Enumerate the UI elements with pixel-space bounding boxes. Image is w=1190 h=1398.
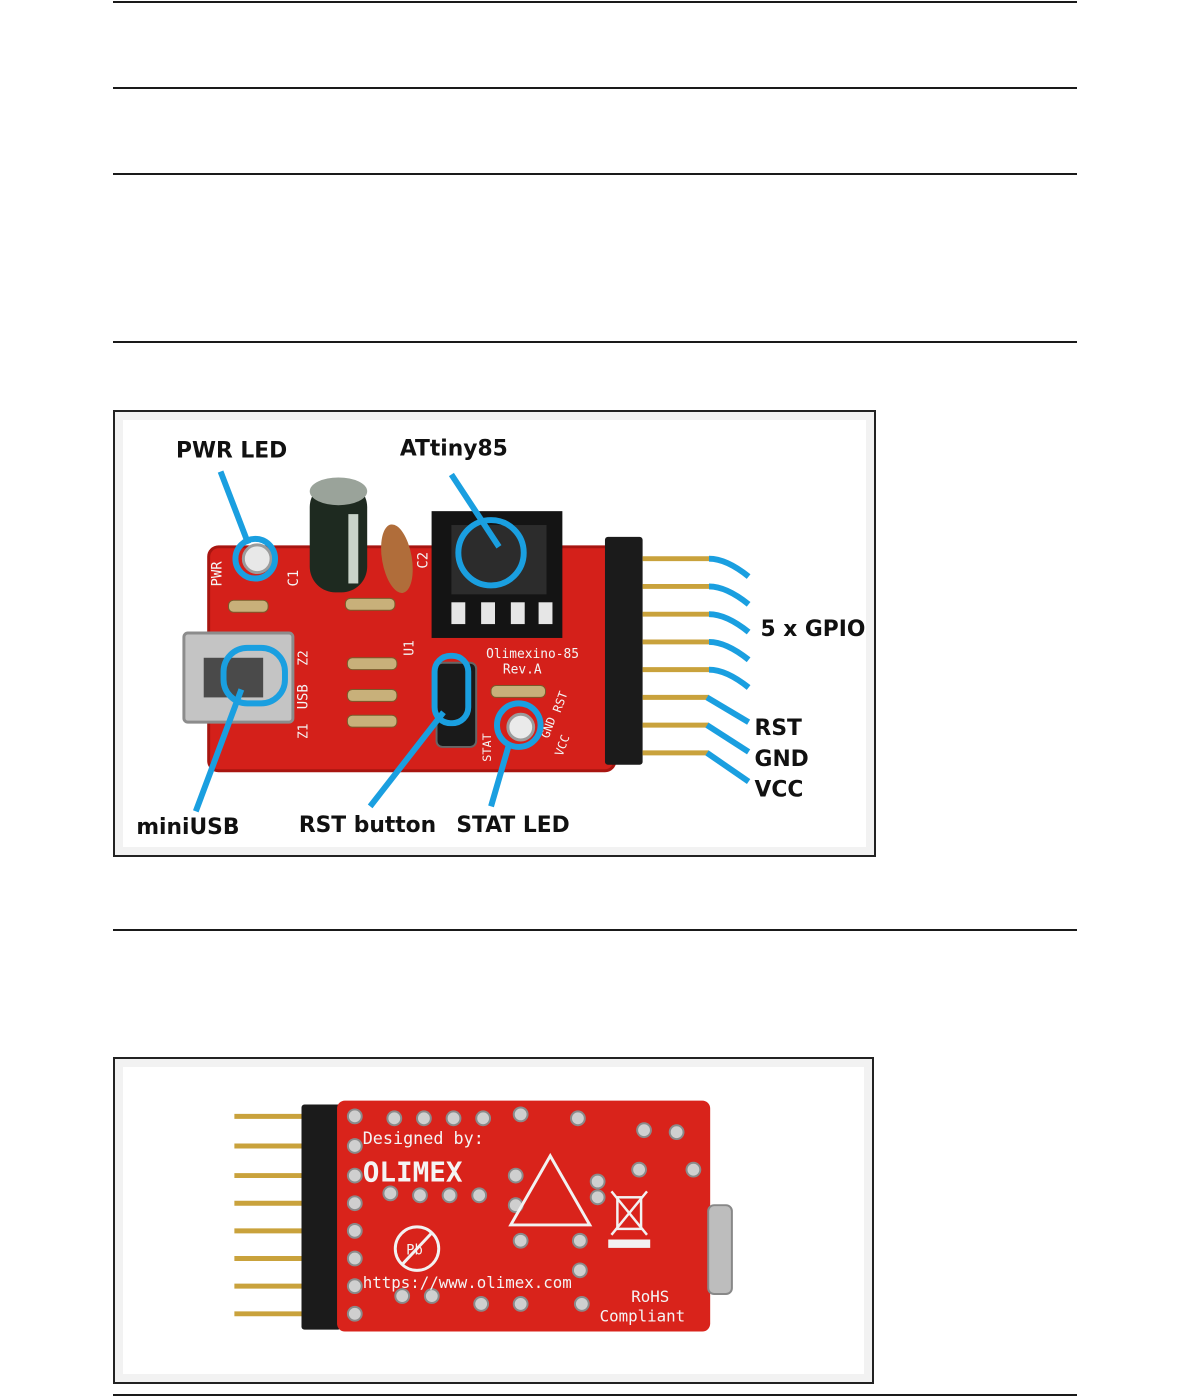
silk-gnd: GND [538,715,558,740]
board-top-photo: PWR C1 C2 USB Z1 Z2 U1 Olimexino-85 Rev.… [136,437,866,840]
silk-z1: Z1 [297,724,312,739]
label-stat-led: STAT LED [456,813,569,838]
electrolytic-capacitor [309,477,368,593]
silk-olimex: OLIMEX [363,1156,463,1189]
rule-4 [113,341,1077,343]
silk-pb: Pb [406,1243,423,1259]
esd-warning-icon [508,1152,593,1227]
board-bottom-figure: Pb Designed by: OLIMEX https://www.olime… [113,1057,874,1384]
rule-6 [113,1394,1077,1396]
pcb-bottom [337,1100,711,1332]
label-vcc: VCC [755,777,804,802]
silk-board-name: Olimexino-85 [486,647,579,662]
silk-z2: Z2 [297,650,312,665]
silk-designed-by: Designed by: [363,1128,484,1148]
silk-vcc: VCC [552,733,572,758]
board-top-figure: PWR C1 C2 USB Z1 Z2 U1 Olimexino-85 Rev.… [113,410,876,857]
bottom-usb-stub [707,1204,733,1296]
label-gpio: 5 x GPIO [761,617,866,642]
bottom-pin-leads [234,1113,304,1317]
bottom-pin-header [301,1104,341,1330]
silk-pwr: PWR [210,561,226,587]
rule-3 [113,173,1077,175]
resistors [227,597,547,728]
label-rst-button: RST button [299,813,436,838]
silk-url: https://www.olimex.com [363,1273,572,1292]
silk-c1: C1 [286,570,302,587]
label-rst: RST [755,716,802,741]
silk-u1: U1 [403,640,418,655]
solder-pads [346,1106,702,1322]
mini-usb-connector [182,631,295,724]
rule-5 [113,929,1077,931]
rule-1 [113,1,1077,3]
silk-c2: C2 [416,552,432,569]
label-gnd: GND [755,747,809,772]
silk-stat: STAT [480,733,494,762]
rule-2 [113,87,1077,89]
label-pwr-led: PWR LED [176,439,287,464]
board-bottom-photo: Pb Designed by: OLIMEX https://www.olime… [234,1100,733,1332]
callout-markers [193,470,751,813]
silk-compliant: Compliant [600,1307,686,1326]
ceramic-capacitor [381,524,413,593]
attiny85-chip [431,511,563,638]
silk-rohs: RoHS [631,1287,669,1306]
label-mini-usb: miniUSB [136,815,239,840]
silk-usb: USB [296,684,312,709]
stat-led [506,712,536,742]
silk-rev: Rev.A [503,663,542,678]
silk-rst: RST [550,689,570,714]
weee-bin-icon [608,1190,651,1248]
pwr-led [241,543,273,575]
label-attiny85: ATtiny85 [400,437,508,462]
pin-header [604,536,709,765]
pb-free-icon: Pb [393,1225,441,1272]
